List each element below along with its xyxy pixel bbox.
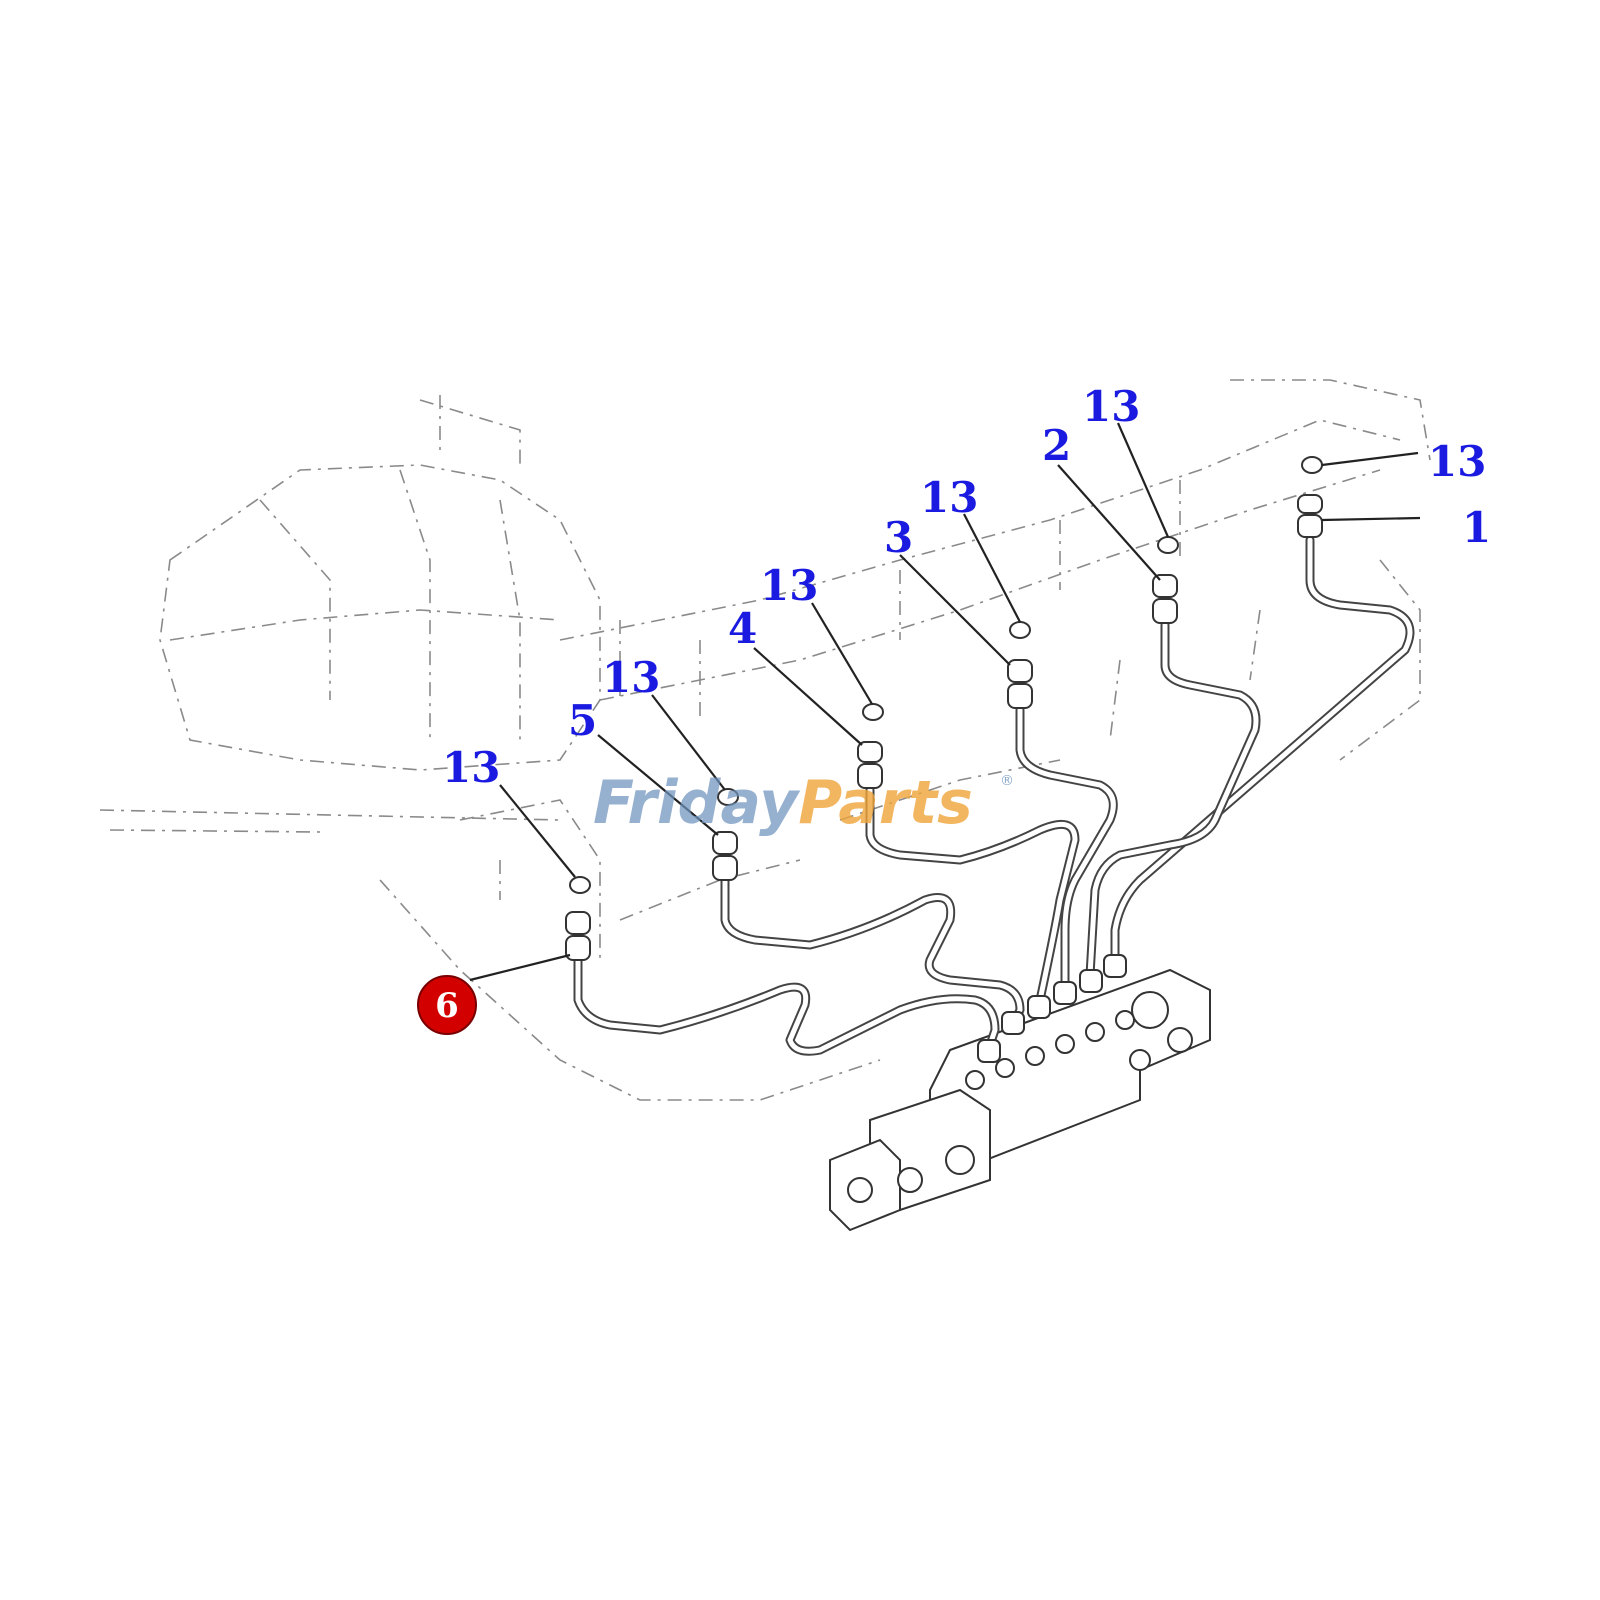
callout-13: 13 <box>1428 437 1486 486</box>
callout-13: 13 <box>602 653 660 702</box>
callout-13: 13 <box>920 473 978 522</box>
bottom-nuts <box>977 954 1127 1063</box>
callout-2: 2 <box>1042 421 1071 470</box>
valve-block <box>829 968 1211 1232</box>
watermark-logo: FridayParts ® <box>593 768 1014 838</box>
callouts: 13 1 13 2 13 3 13 4 13 5 13 <box>442 382 1491 792</box>
callout-13: 13 <box>442 743 500 792</box>
fitting-2 <box>1152 574 1178 624</box>
callout-4: 4 <box>728 604 757 653</box>
fitting-1 <box>1297 494 1323 538</box>
engine-outline <box>99 379 1431 1101</box>
callout-13: 13 <box>760 561 818 610</box>
pipe-3 <box>1015 705 1118 990</box>
svg-text:FridayParts: FridayParts <box>593 768 973 838</box>
watermark-reg: ® <box>1000 773 1014 789</box>
highlight-badge-6: 6 <box>417 975 477 1035</box>
pipe-2 <box>1085 620 1261 980</box>
watermark-part-a: Friday <box>593 768 801 838</box>
callout-5: 5 <box>568 696 597 745</box>
callout-1: 1 <box>1462 503 1491 552</box>
fitting-6 <box>565 911 591 961</box>
fitting-3 <box>1007 659 1033 709</box>
fitting-4 <box>857 741 883 789</box>
pipe-4 <box>865 785 1080 1005</box>
callout-3: 3 <box>884 513 913 562</box>
callout-13: 13 <box>1082 382 1140 431</box>
watermark-part-b: Parts <box>798 768 973 838</box>
pipe-6 <box>573 955 1000 1056</box>
pipe-1 <box>1110 535 1415 965</box>
fitting-5 <box>712 831 738 881</box>
pipe-5 <box>720 875 1025 1025</box>
leader-lines <box>469 422 1421 982</box>
callout-6: 6 <box>435 986 459 1026</box>
